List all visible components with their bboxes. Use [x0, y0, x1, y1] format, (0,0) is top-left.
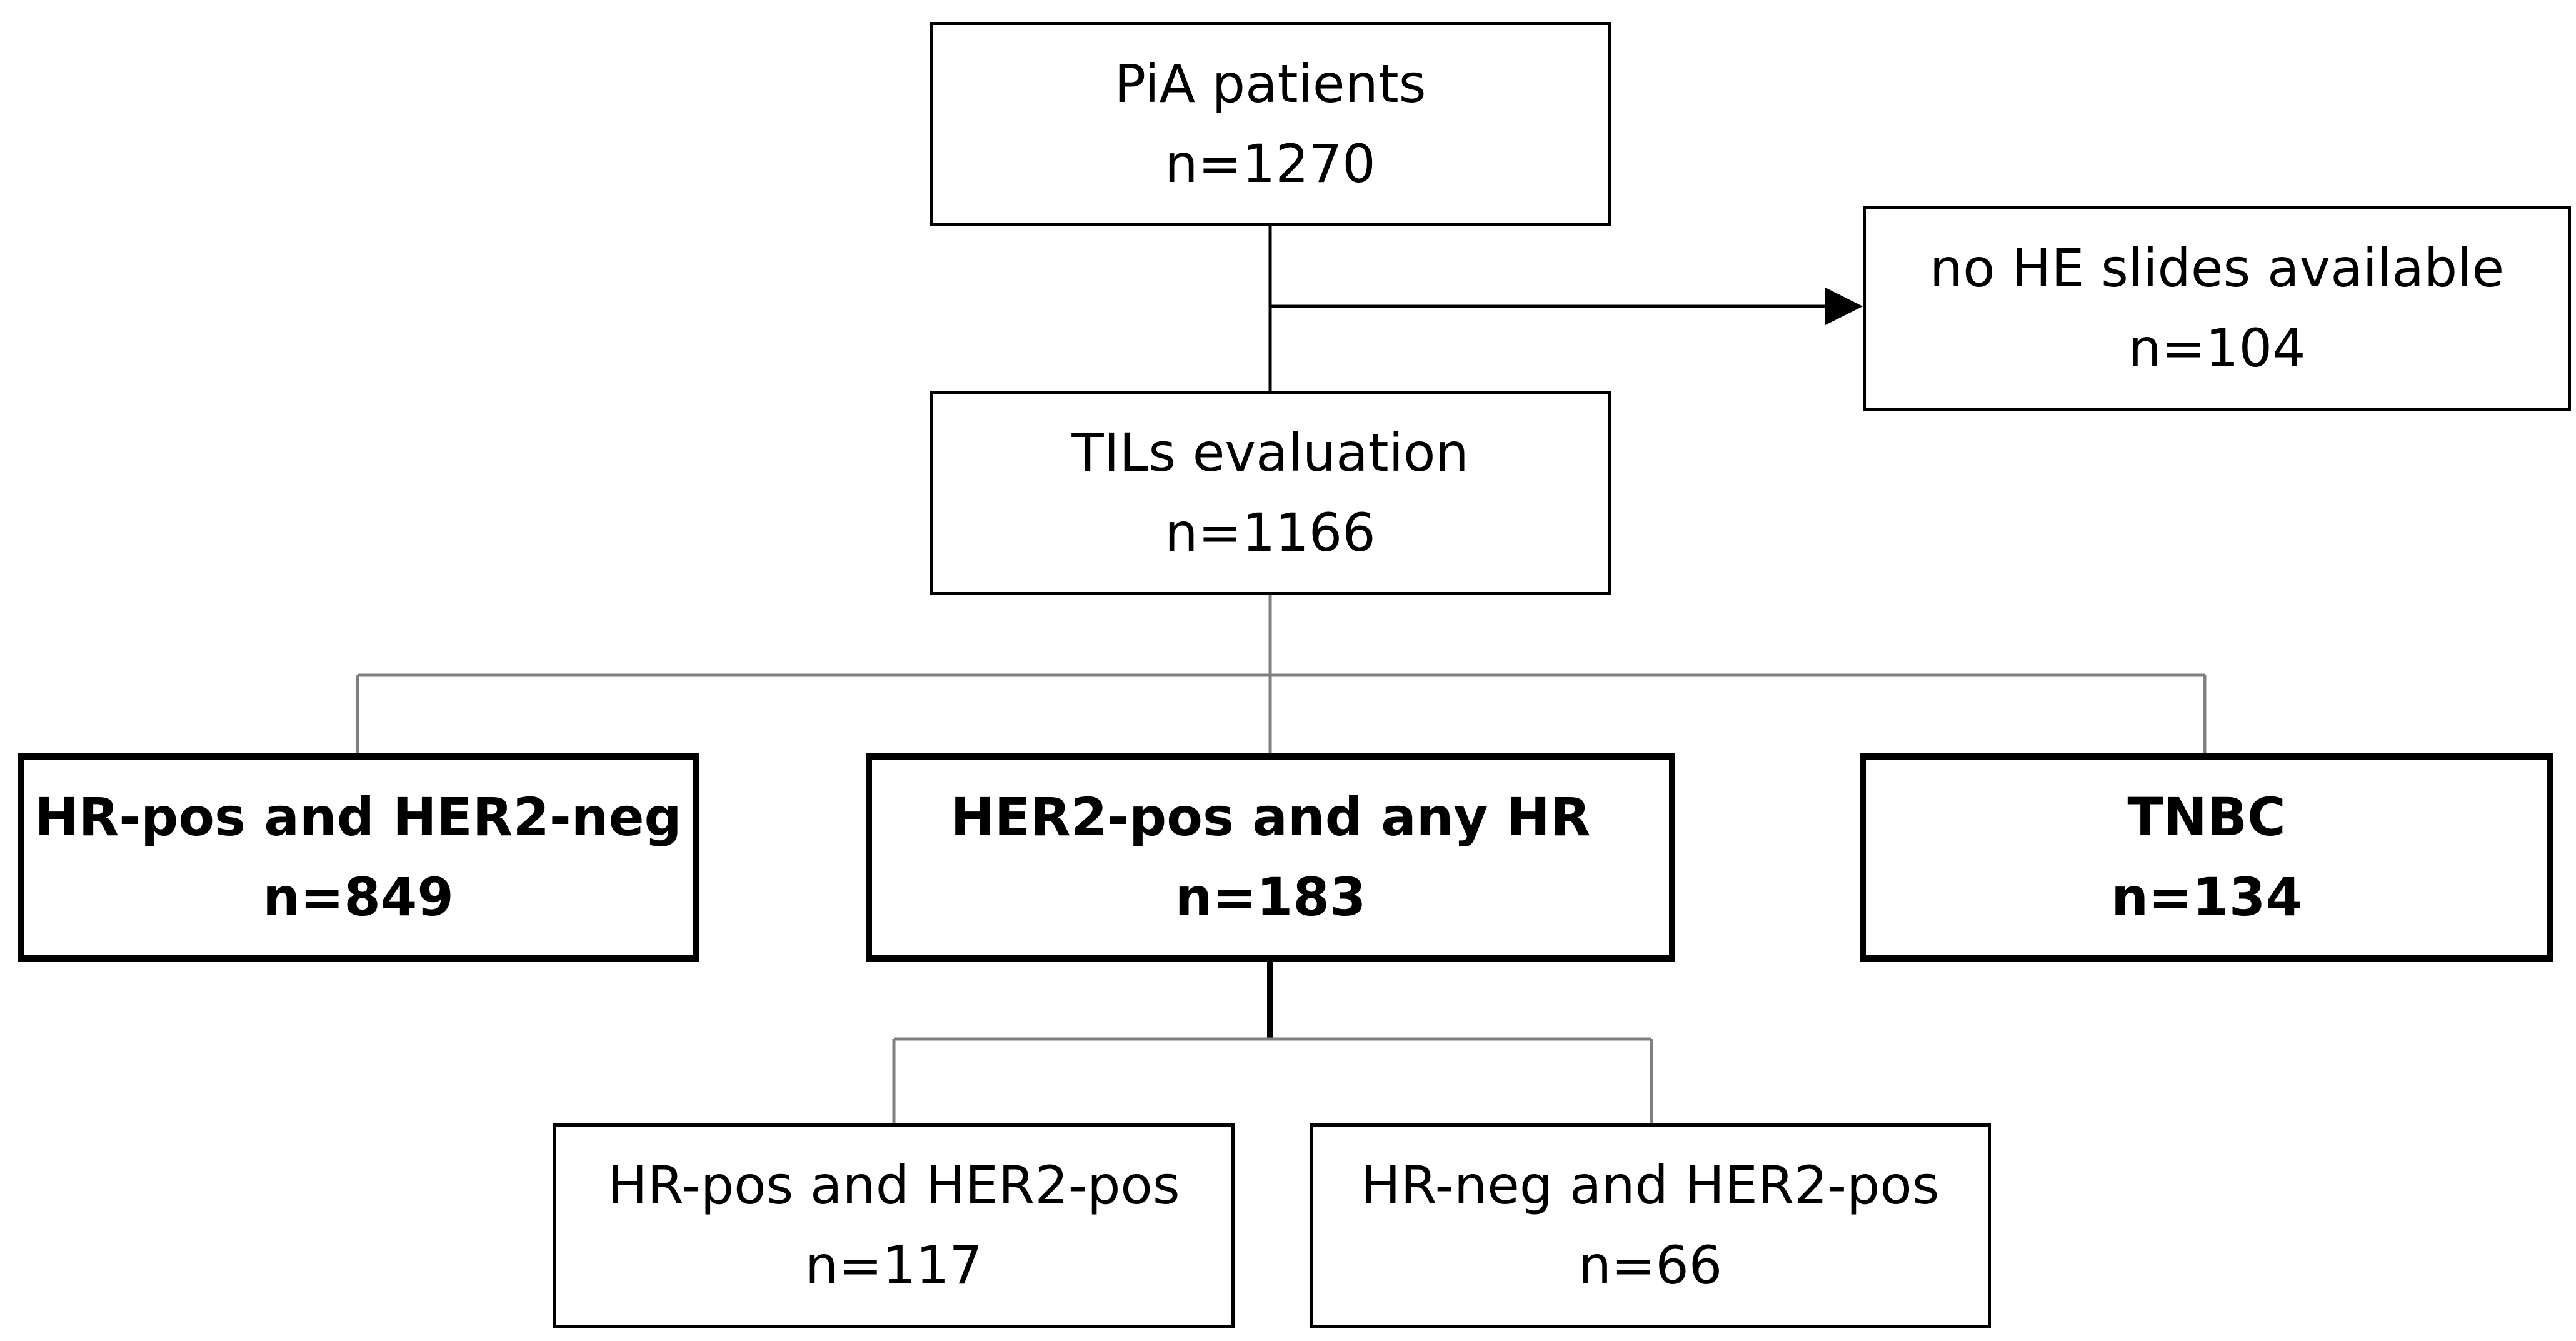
node-count: n=134: [2111, 866, 2302, 928]
node-title: HR-neg and HER2-pos: [1361, 1154, 1940, 1216]
node-count: n=66: [1578, 1234, 1723, 1296]
node-no-he-slides: no HE slides available n=104: [1863, 206, 2571, 411]
node-count: n=849: [263, 866, 454, 928]
node-title: TNBC: [2127, 786, 2286, 848]
node-count: n=1270: [1165, 133, 1376, 194]
node-title: HR-pos and HER2-pos: [608, 1154, 1180, 1216]
arrowhead-nohe: [1825, 288, 1863, 325]
node-hrpos-her2pos: HR-pos and HER2-pos n=117: [553, 1123, 1235, 1328]
node-count: n=183: [1175, 866, 1366, 928]
node-hrpos-her2neg: HR-pos and HER2-neg n=849: [18, 753, 699, 962]
node-hrneg-her2pos: HR-neg and HER2-pos n=66: [1310, 1123, 1991, 1328]
node-title: HER2-pos and any HR: [950, 786, 1591, 848]
node-count: n=1166: [1165, 501, 1376, 563]
node-her2pos-anyhr: HER2-pos and any HR n=183: [866, 753, 1675, 962]
node-pia-patients: PiA patients n=1270: [930, 22, 1611, 226]
node-count: n=117: [805, 1234, 983, 1296]
node-title: PiA patients: [1114, 53, 1426, 114]
node-title: TILs evaluation: [1071, 421, 1469, 483]
node-title: HR-pos and HER2-neg: [34, 786, 682, 848]
node-tils-evaluation: TILs evaluation n=1166: [930, 391, 1611, 595]
node-tnbc: TNBC n=134: [1860, 753, 2553, 962]
node-title: no HE slides available: [1929, 237, 2505, 299]
node-count: n=104: [2128, 317, 2306, 379]
